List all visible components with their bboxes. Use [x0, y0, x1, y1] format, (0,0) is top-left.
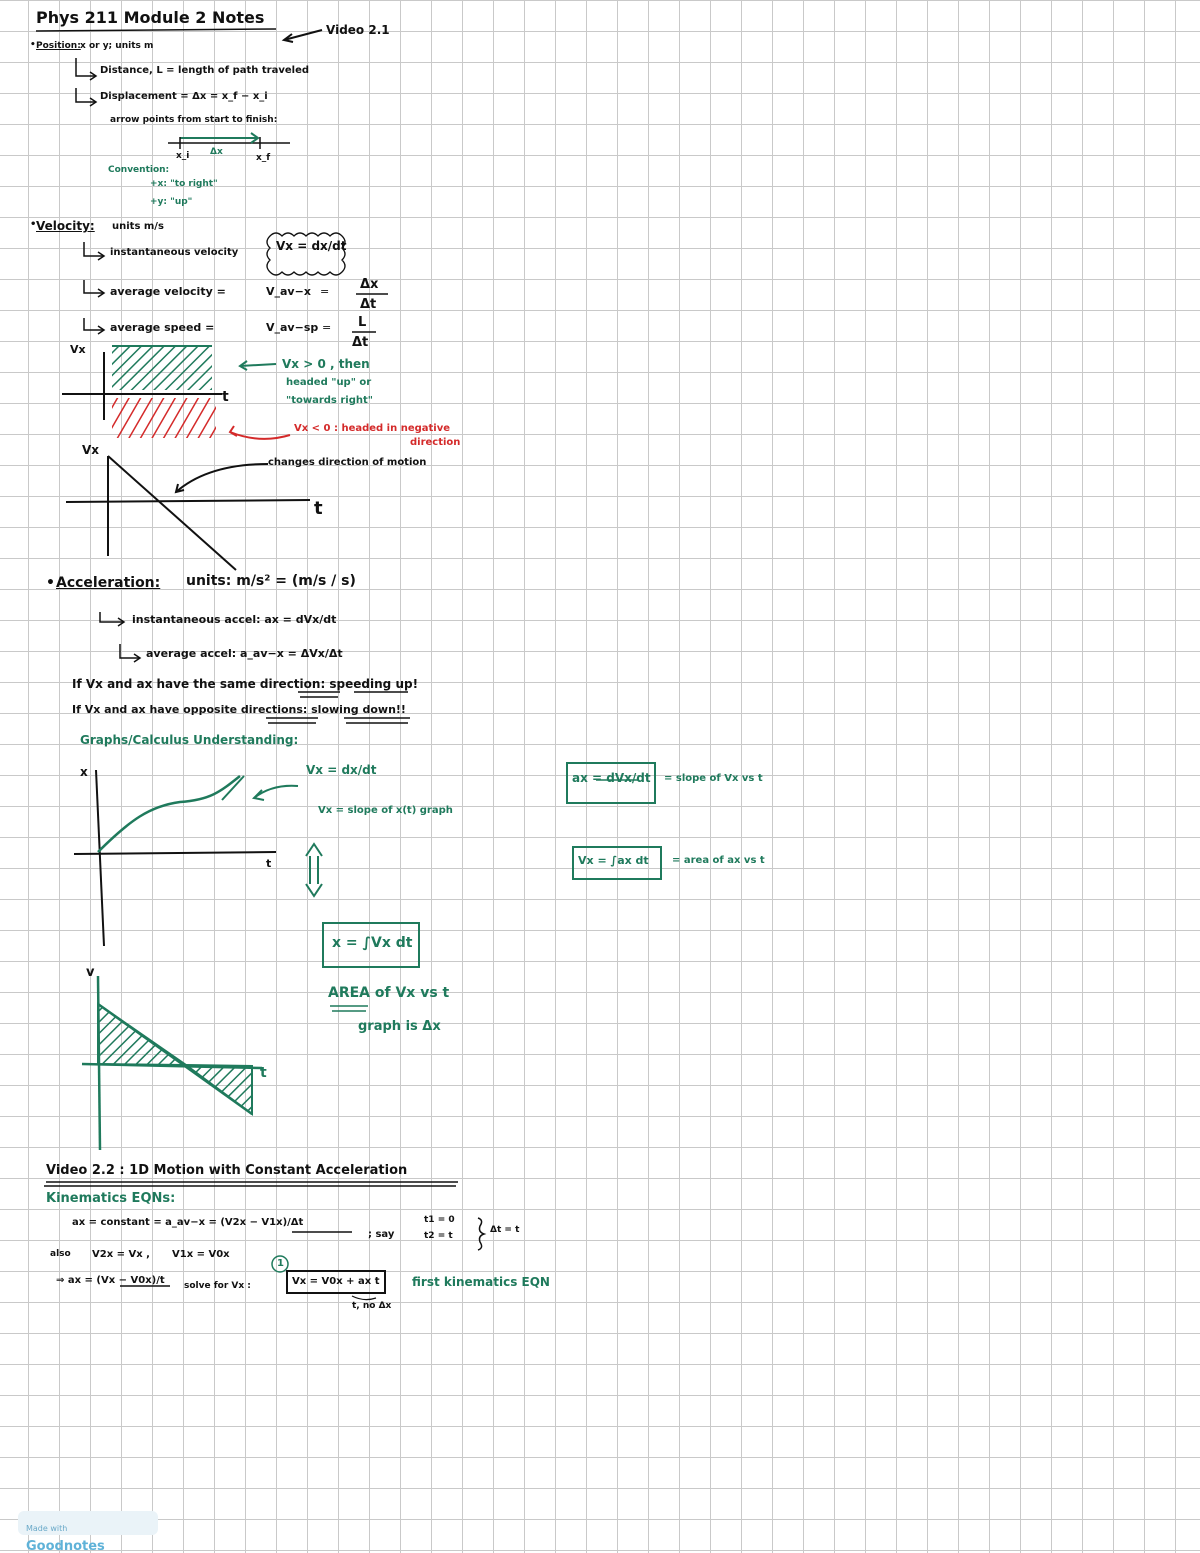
position-label: Position:: [36, 41, 81, 51]
graph2-t-label: t: [314, 498, 323, 519]
average-speed: average speed =: [110, 321, 215, 334]
convention-y: +y: "up": [150, 197, 193, 207]
made-with-text: Made with: [26, 1524, 68, 1533]
graph1-t-label: t: [222, 389, 229, 405]
vx-derivative: Vx = dx/dt: [306, 763, 377, 777]
positive-velocity-region: [112, 346, 212, 390]
kinematics-heading: Kinematics EQNs:: [46, 1191, 176, 1206]
xt-curve: [97, 775, 241, 853]
first-kinematics-label: first kinematics EQN: [412, 1275, 550, 1289]
xt-t-axis: [73, 851, 277, 855]
equivalence-arrow: [305, 842, 323, 898]
video-reference: Video 2.1: [326, 23, 390, 37]
page-title: Phys 211 Module 2 Notes: [36, 8, 265, 27]
delta-t-equals-t: Δt = t: [490, 1225, 520, 1235]
ax-derivative-box: [566, 762, 656, 804]
equals: =: [320, 285, 330, 298]
x-integral-box: [322, 922, 420, 968]
first-kinematics-equation: Vx = V0x + ax t: [292, 1276, 380, 1287]
solve-for-label: solve for Vx :: [184, 1281, 251, 1291]
avg-speed-denominator: Δt: [352, 335, 369, 350]
vx-slope-note: Vx = slope of x(t) graph: [318, 805, 453, 816]
t1-zero: t1 = 0: [424, 1215, 455, 1225]
convention-label: Convention:: [108, 165, 170, 175]
avg-velocity-numerator: Δx: [360, 277, 379, 292]
instantaneous-velocity-formula: Vx = dx/dt: [276, 239, 347, 253]
t2-t: t2 = t: [424, 1231, 453, 1241]
vt-graph-t-label: t: [260, 1065, 267, 1081]
average-velocity: average velocity =: [110, 285, 226, 298]
no-delta-x-note: t, no Δx: [352, 1301, 392, 1311]
negative-note-line1: Vx < 0 : headed in negative: [294, 423, 451, 434]
x-integral: x = ∫Vx dt: [332, 935, 413, 951]
rule-same-direction: If Vx and ax have the same direction: sp…: [72, 677, 419, 691]
goodnotes-badge: Made with Goodnotes: [18, 1511, 158, 1553]
xi-label: x_i: [176, 151, 190, 161]
ax-slope-note: = slope of Vx vs t: [664, 773, 763, 784]
instantaneous-velocity: instantaneous velocity: [110, 247, 239, 258]
graph2-velocity-line: [107, 455, 237, 571]
graphs-heading: Graphs/Calculus Understanding:: [80, 733, 299, 747]
xt-graph-y-label: x: [80, 765, 88, 779]
area-note-line2: graph is Δx: [358, 1019, 441, 1034]
bullet: •: [30, 40, 36, 50]
positive-note-line2: headed "up" or: [286, 377, 372, 388]
wavy-formula-box: [266, 232, 346, 276]
bullet: •: [46, 575, 55, 591]
negative-note-line2: direction: [410, 437, 461, 448]
velocity-units: units m/s: [112, 221, 164, 232]
position-units: x or y; units m: [80, 41, 154, 51]
graph1-y-label: Vx: [70, 343, 86, 356]
constant-acceleration-line: ax = constant = a_av−x = (V2x − V1x)/Δt: [72, 1217, 304, 1228]
title-underline: [35, 28, 277, 32]
video22-title: Video 2.2 : 1D Motion with Constant Acce…: [46, 1163, 408, 1178]
distance-definition: Distance, L = length of path traveled: [100, 65, 310, 76]
xf-label: x_f: [256, 153, 271, 163]
video-arrow: [283, 29, 323, 41]
average-acceleration: average accel: a_av−x = ΔVx/Δt: [146, 647, 343, 660]
xt-graph-t-label: t: [266, 857, 272, 870]
positive-note-line1: Vx > 0 , then: [282, 357, 370, 371]
vt-graph-y-label: v: [86, 965, 95, 980]
avg-velocity-symbol: V_av−x: [266, 285, 311, 298]
positive-note-line3: "towards right": [286, 395, 373, 406]
negative-velocity-region: [112, 398, 216, 438]
goodnotes-logo: Goodnotes: [26, 1539, 105, 1553]
ax-expression: ⇒ ax = (Vx − V0x)/t: [56, 1275, 165, 1286]
xt-y-axis: [95, 769, 105, 947]
vx-integral: Vx = ∫ax dt: [578, 854, 649, 867]
avg-velocity-denominator: Δt: [360, 297, 377, 312]
equation-number: 1: [277, 1258, 284, 1269]
displacement-definition: Displacement = Δx = x_f − x_i: [100, 91, 268, 102]
vx-integral-box: [572, 846, 662, 880]
also-label: also: [50, 1249, 71, 1259]
acceleration-units: units: m/s² = (m/s / s): [186, 573, 356, 589]
v2x-def: V2x = Vx ,: [92, 1249, 150, 1260]
arrow-note: arrow points from start to finish:: [110, 115, 278, 125]
v1x-def: V1x = V0x: [172, 1249, 230, 1260]
avg-speed-numerator: L: [358, 315, 367, 330]
ax-derivative: ax = dVx/dt: [572, 771, 651, 785]
velocity-label: Velocity:: [36, 219, 95, 233]
equals: =: [322, 321, 332, 334]
graph2-t-axis: [65, 499, 311, 503]
acceleration-label: Acceleration:: [56, 575, 161, 591]
bullet: •: [30, 219, 37, 230]
graph2-y-label: Vx: [82, 443, 100, 457]
direction-change-note: changes direction of motion: [268, 457, 427, 468]
instantaneous-acceleration: instantaneous accel: ax = dVx/dt: [132, 613, 337, 626]
convention-x: +x: "to right": [150, 179, 218, 189]
avg-speed-symbol: V_av−sp: [266, 321, 319, 334]
first-eqn-box: [286, 1270, 386, 1294]
delta-x-label: Δx: [210, 147, 223, 157]
vx-area-note: = area of ax vs t: [672, 855, 765, 866]
area-note-line1: AREA of Vx vs t: [328, 985, 450, 1001]
say-label: ; say: [368, 1229, 395, 1240]
rule-opposite-direction: If Vx and ax have opposite directions: s…: [72, 703, 406, 716]
